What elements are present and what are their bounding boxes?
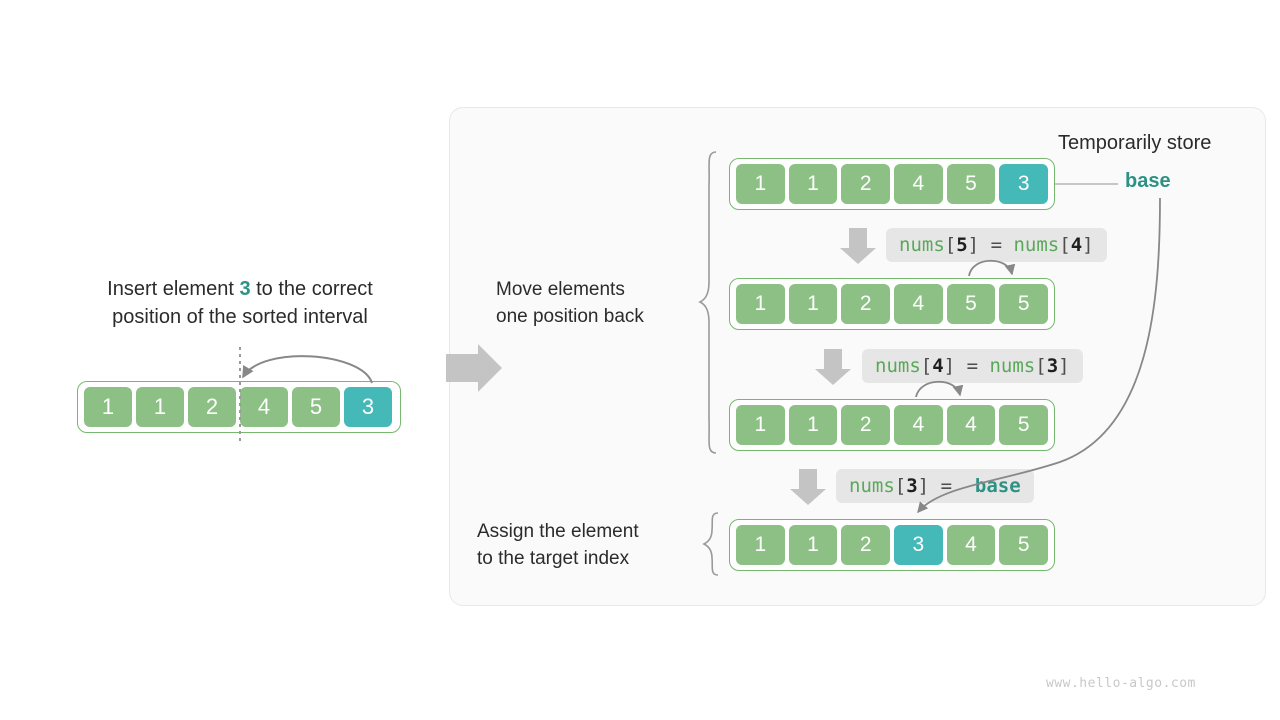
array-cell: 4 [892, 403, 945, 447]
array-cell: 5 [944, 162, 998, 206]
array-cell-highlight: 3 [892, 523, 945, 567]
array-initial: 1 1 2 4 5 3 [77, 381, 401, 433]
code-bracket: ] [1082, 234, 1094, 256]
array-cell: 2 [839, 523, 893, 567]
array-cell: 1 [734, 403, 787, 447]
array-cell: 4 [944, 403, 998, 447]
code-identifier: nums [1013, 234, 1060, 256]
code-index: 3 [906, 475, 918, 497]
array-cell: 2 [839, 282, 893, 326]
move-elements-label: Move elements one position back [496, 276, 696, 330]
array-step-2: 1 1 2 4 5 5 [729, 278, 1055, 330]
array-cell: 1 [786, 282, 840, 326]
code-identifier: nums [989, 355, 1036, 377]
insert-arc-arrow [242, 355, 373, 384]
code-bracket: [ [1035, 355, 1047, 377]
code-bracket: ] [967, 234, 980, 256]
array-cell: 2 [839, 162, 893, 206]
array-step-1: 1 1 2 4 5 3 [729, 158, 1055, 210]
code-bracket: [ [920, 355, 933, 377]
array-cell: 1 [734, 282, 787, 326]
array-cell: 4 [238, 385, 290, 429]
expression-chip-3: nums[3] = base [836, 469, 1034, 503]
array-cell: 2 [839, 403, 893, 447]
move-elements-line1: Move elements [496, 279, 625, 300]
code-bracket: ] [1058, 355, 1070, 377]
assign-element-label: Assign the element to the target index [477, 518, 692, 572]
expression-chip-2: nums[4] = nums[3] [862, 349, 1083, 383]
array-cell: 5 [997, 282, 1051, 326]
array-step-4: 1 1 2 3 4 5 [729, 519, 1055, 571]
code-operator: = [966, 355, 979, 377]
code-bracket: ] [943, 355, 956, 377]
code-operator: = [990, 234, 1003, 256]
array-cell: 1 [786, 403, 840, 447]
code-operator: = [940, 475, 953, 497]
insert-caption-before: Insert element [107, 278, 240, 300]
watermark: www.hello-algo.com [1046, 676, 1196, 691]
move-elements-line2: one position back [496, 306, 644, 327]
code-index: 4 [932, 355, 944, 377]
code-identifier: nums [849, 475, 895, 497]
array-cell: 4 [892, 162, 945, 206]
base-variable-label: base [1125, 170, 1171, 192]
code-bracket: [ [944, 234, 957, 256]
array-cell: 5 [997, 523, 1051, 567]
code-identifier: nums [899, 234, 945, 256]
array-cell: 2 [186, 385, 238, 429]
insert-caption-line2: position of the sorted interval [112, 306, 368, 328]
array-cell: 5 [944, 282, 998, 326]
array-cell: 1 [786, 523, 840, 567]
code-bracket: ] [917, 475, 930, 497]
array-cell-highlight: 3 [342, 385, 394, 429]
temporarily-store-label: Temporarily store [1058, 132, 1212, 154]
assign-line1: Assign the element [477, 521, 639, 542]
expression-chip-1: nums[5] = nums[4] [886, 228, 1107, 262]
assign-line2: to the target index [477, 548, 630, 569]
array-cell: 1 [734, 523, 787, 567]
array-cell: 1 [734, 162, 787, 206]
array-cell: 1 [786, 162, 840, 206]
code-index: 4 [1070, 234, 1083, 256]
code-identifier: nums [875, 355, 921, 377]
insert-caption-after: to the correct [250, 278, 373, 300]
array-step-3: 1 1 2 4 4 5 [729, 399, 1055, 451]
array-cell: 5 [290, 385, 342, 429]
insert-caption: Insert element 3 to the correct position… [60, 275, 420, 331]
array-cell-highlight: 3 [997, 162, 1051, 206]
array-cell: 4 [892, 282, 945, 326]
insert-caption-highlight: 3 [239, 278, 251, 300]
code-index: 3 [1046, 355, 1059, 377]
code-index: 5 [956, 234, 968, 256]
array-cell: 1 [134, 385, 186, 429]
code-bracket: [ [1059, 234, 1071, 256]
array-cell: 1 [82, 385, 134, 429]
code-base-variable: base [974, 475, 1021, 497]
array-cell: 5 [997, 403, 1051, 447]
array-cell: 4 [944, 523, 998, 567]
code-bracket: [ [894, 475, 907, 497]
